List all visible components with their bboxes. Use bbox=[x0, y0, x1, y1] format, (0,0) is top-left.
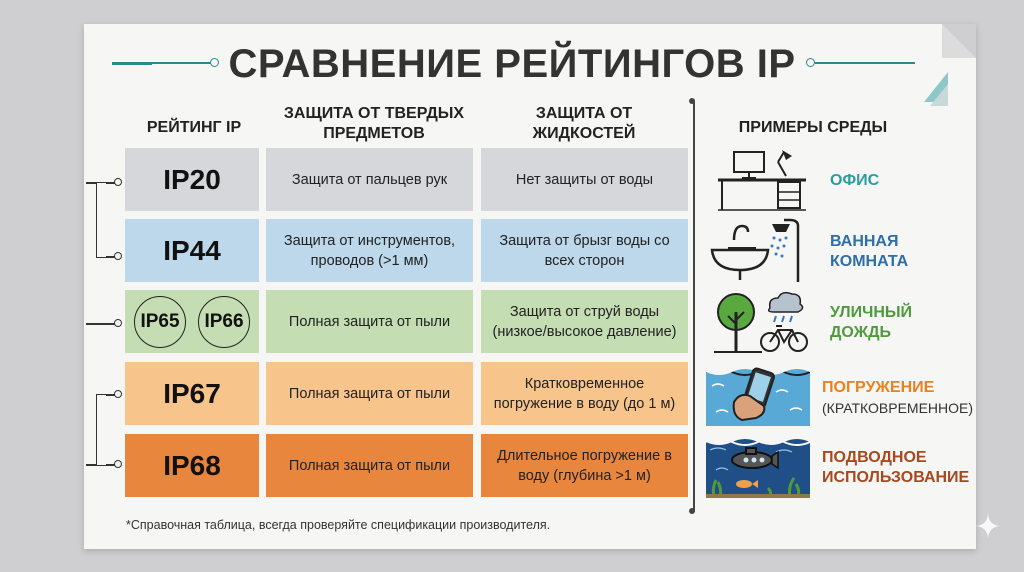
rating-cell-ip44: IP44 bbox=[125, 219, 259, 282]
rating-badge-ip66: IP66 bbox=[198, 295, 250, 348]
separator-dot-top bbox=[689, 98, 695, 104]
page-title: СРАВНЕНИЕ РЕЙТИНГОВ IP bbox=[228, 42, 796, 86]
env-title-immersion: ПОГРУЖЕНИЕ bbox=[822, 379, 935, 396]
rating-cell-ip68: IP68 bbox=[125, 434, 259, 497]
env-subtitle-immersion: (КРАТКОВРЕМЕННОЕ) bbox=[822, 400, 974, 416]
bracket-hook bbox=[86, 464, 96, 466]
bracket-hook bbox=[106, 182, 116, 184]
rating-cell-ip20: IP20 bbox=[125, 148, 259, 211]
title-line-right bbox=[815, 62, 915, 64]
submarine-fish-icon bbox=[705, 434, 811, 503]
env-label-bathroom: ВАННАЯ КОМНАТА bbox=[830, 233, 909, 270]
bracket-ip20-ip44 bbox=[96, 182, 107, 258]
bracket-ip67-ip68 bbox=[96, 394, 107, 466]
liquid-cell-ip44: Защита от брызг воды со всех сторон bbox=[481, 219, 688, 282]
title-line-left bbox=[112, 62, 212, 64]
liquid-cell-ip68: Длительное погружение в воду (глубина >1… bbox=[481, 434, 688, 497]
column-separator bbox=[693, 100, 695, 512]
corner-triangle-decoration-light bbox=[930, 84, 948, 106]
liquid-cell-ip67: Кратковременное погружение в воду (до 1 … bbox=[481, 362, 688, 425]
bracket-hook-ip65 bbox=[86, 323, 116, 325]
bracket-dot bbox=[114, 252, 122, 260]
rating-cell-ip67: IP67 bbox=[125, 362, 259, 425]
solid-cell-ip65: Полная защита от пыли bbox=[266, 290, 473, 353]
env-label-outdoor-rain: УЛИЧНЫЙ ДОЖДЬ bbox=[830, 304, 913, 341]
bracket-dot bbox=[114, 319, 122, 327]
title-dot-left bbox=[210, 58, 219, 67]
solid-cell-ip44: Защита от инструментов, проводов (>1 мм) bbox=[266, 219, 473, 282]
solid-cell-ip68: Полная защита от пыли bbox=[266, 434, 473, 497]
footnote: *Справочная таблица, всегда проверяйте с… bbox=[126, 518, 551, 532]
bracket-hook bbox=[106, 256, 116, 258]
bracket-hook bbox=[86, 182, 96, 184]
bracket-dot bbox=[114, 390, 122, 398]
bracket-hook bbox=[106, 394, 116, 396]
office-desk-icon bbox=[716, 148, 808, 217]
sparkle-icon bbox=[976, 514, 1000, 543]
header-liquid-protection: ЗАЩИТА ОТ ЖИДКОСТЕЙ bbox=[532, 105, 636, 142]
liquid-cell-ip65: Защита от струй воды (низкое/высокое дав… bbox=[481, 290, 688, 353]
title-dot-right bbox=[806, 58, 815, 67]
header-rating: РЕЙТИНГ IP bbox=[146, 119, 242, 136]
solid-cell-ip20: Защита от пальцев рук bbox=[266, 148, 473, 211]
liquid-cell-ip20: Нет защиты от воды bbox=[481, 148, 688, 211]
bracket-dot bbox=[114, 178, 122, 186]
page-fold-corner bbox=[942, 24, 976, 58]
env-label-office: ОФИС bbox=[830, 172, 880, 189]
header-solid-protection: ЗАЩИТА ОТ ТВЕРДЫХ ПРЕДМЕТОВ bbox=[283, 105, 465, 142]
rating-badge-ip65: IP65 bbox=[134, 295, 186, 348]
bracket-dot bbox=[114, 460, 122, 468]
title-line-left-thin bbox=[112, 64, 152, 65]
tree-rain-bicycle-icon bbox=[712, 290, 808, 361]
bracket-hook bbox=[106, 464, 116, 466]
env-label-immersion: ПОГРУЖЕНИЕ (КРАТКОВРЕМЕННОЕ) bbox=[822, 378, 973, 418]
env-label-underwater: ПОДВОДНОЕ ИСПОЛЬЗОВАНИЕ bbox=[822, 449, 970, 486]
rating-cell-ip65-ip66: IP65 IP66 bbox=[125, 290, 259, 353]
separator-dot-bottom bbox=[689, 508, 695, 514]
header-environment-examples: ПРИМЕРЫ СРЕДЫ bbox=[738, 119, 888, 136]
solid-cell-ip67: Полная защита от пыли bbox=[266, 362, 473, 425]
phone-underwater-icon bbox=[705, 362, 811, 431]
bathroom-sink-shower-icon bbox=[710, 218, 810, 289]
